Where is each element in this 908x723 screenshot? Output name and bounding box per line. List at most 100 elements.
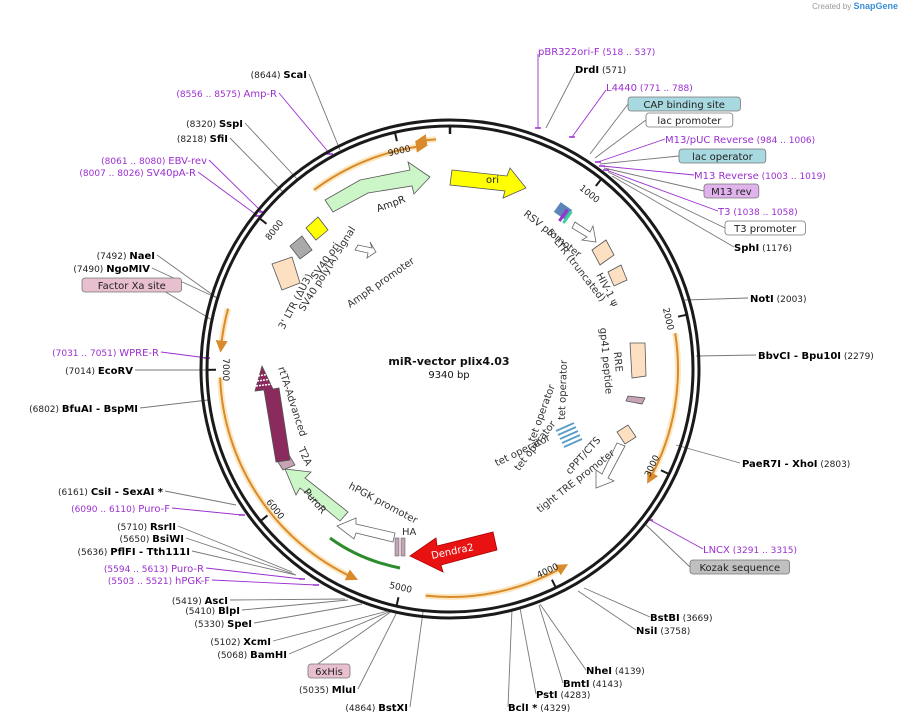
annotation-ngomiv[interactable]: (7490) NgoMIV — [73, 264, 150, 275]
annotation-sspi[interactable]: (8320) SspI — [186, 119, 243, 130]
box-label-m13revbox: M13 rev — [711, 187, 752, 198]
ampr-feature-label: AmpR — [375, 194, 407, 215]
box-lacp[interactable] — [645, 112, 734, 128]
leader-pflfi — [191, 550, 297, 576]
ltr3-box — [271, 256, 301, 291]
rtetr-head-stripes — [255, 373, 274, 387]
annotation-blpi[interactable]: (5410) BlpI — [185, 606, 240, 617]
annotation-puror[interactable]: (5594 .. 5613) Puro-R — [104, 564, 204, 575]
leader-ebvrev — [208, 159, 263, 213]
leader-purof — [171, 507, 243, 516]
annotation-pflfi[interactable]: (5636) PflFI - Tth111I — [77, 547, 190, 558]
annotation-hpgkf[interactable]: (5503 .. 5521) hPGK-F — [108, 576, 210, 587]
leader-lacp — [594, 119, 647, 159]
annotation-bstbi[interactable]: BstBI (3669) — [650, 613, 713, 624]
leader-sfii — [229, 137, 284, 193]
ori-arrow[interactable] — [449, 167, 527, 199]
dendra2-arrow[interactable] — [409, 531, 498, 573]
leader-naei — [156, 254, 218, 299]
box-label-lacp: lac promoter — [657, 116, 722, 127]
leader-lncx — [649, 519, 704, 550]
annotation-t3[interactable]: T3 (1038 .. 1058) — [717, 207, 798, 218]
ha-block — [394, 537, 406, 557]
plasmid-length: 9340 bp — [428, 370, 469, 381]
leader-sspi — [244, 122, 299, 181]
annotation-sphi[interactable]: SphI (1176) — [734, 243, 792, 254]
annotation-rsrii[interactable]: (5710) RsrII — [117, 522, 176, 533]
annotation-sv40pa[interactable]: (8007 .. 8026) SV40pA-R — [79, 168, 196, 179]
box-m13revbox[interactable] — [703, 183, 760, 199]
orange-arc-rre — [647, 332, 679, 484]
hpgk-green-arc — [329, 536, 401, 570]
annotation-bcli[interactable]: BclI * (4329) — [508, 703, 570, 714]
annotation-l4440[interactable]: L4440 (771 .. 788) — [606, 83, 693, 94]
orange-arc-dendra — [425, 564, 569, 598]
ampr-arrow[interactable] — [324, 161, 431, 213]
box-factorxa[interactable] — [81, 277, 182, 293]
ampr-promoter-arrow — [354, 241, 377, 259]
ampr-promoter-label: AmpR promoter — [345, 255, 417, 310]
leader-hpgkf — [211, 579, 317, 586]
annotation-bsiwi[interactable]: (5650) BsiWI — [119, 534, 184, 545]
leader-rsrii — [177, 525, 293, 573]
leader-t3p — [607, 171, 726, 229]
annotation-m13rev[interactable]: M13 Reverse (1003 .. 1019) — [694, 171, 826, 182]
leader-noti — [684, 297, 749, 301]
box-laco[interactable] — [678, 148, 767, 164]
annotation-bmti[interactable]: BmtI (4143) — [563, 679, 622, 690]
ha-label: HA — [402, 527, 417, 538]
orange-arc-top — [313, 140, 428, 191]
leader-bbvci — [695, 354, 757, 357]
annotation-bamhi[interactable]: (5068) BamHI — [217, 650, 287, 661]
box-kozak[interactable] — [689, 559, 790, 575]
annotation-ecorv[interactable]: (7014) EcoRV — [65, 366, 133, 377]
cppt-box — [616, 424, 637, 445]
annotation-m13puc[interactable]: M13/pUC Reverse (984 .. 1006) — [665, 135, 815, 146]
leader-laco — [599, 155, 680, 165]
orange-feature-arcs — [215, 134, 681, 600]
leader-bcli — [507, 608, 513, 708]
rre-label: RRE — [611, 351, 624, 372]
leader-sphi — [611, 175, 735, 248]
annotation-sfii[interactable]: (8218) SfiI — [177, 134, 228, 145]
annotation-ebvrev[interactable]: (8061 .. 8080) EBV-rev — [101, 156, 207, 167]
annotation-paer7i[interactable]: PaeR7I - XhoI (2803) — [742, 459, 850, 470]
leader-sv40pa — [197, 171, 259, 217]
box-cap[interactable] — [627, 96, 741, 112]
leader-bstxi — [409, 611, 424, 708]
annotation-mlui[interactable]: (5035) MluI — [299, 685, 356, 696]
annotation-ampr[interactable]: (8556 .. 8575) Amp-R — [176, 89, 277, 100]
box-t3p[interactable] — [724, 220, 806, 236]
snapgene-credit: Created by SnapGene — [812, 1, 898, 11]
annotation-naei[interactable]: (7492) NaeI — [97, 251, 155, 262]
annotation-wprer[interactable]: (7031 .. 7051) WPRE-R — [52, 348, 159, 359]
gp41-label: gp41 peptide — [597, 327, 614, 394]
annotation-bbvci[interactable]: BbvCI - Bpu10I (2279) — [758, 351, 874, 362]
annotation-lncx[interactable]: LNCX (3291 .. 3315) — [703, 545, 797, 556]
box-label-t3p: T3 promoter — [733, 224, 797, 235]
annotation-pbr322ori[interactable]: pBR322ori-F (518 .. 537) — [538, 47, 655, 58]
tick-5000 — [395, 597, 400, 607]
tick-8000 — [258, 217, 268, 225]
annotation-xcmi[interactable]: (5102) XcmI — [210, 637, 271, 648]
annotation-psti[interactable]: PstI (4283) — [536, 690, 590, 701]
annotation-nhei[interactable]: NheI (4139) — [586, 666, 645, 677]
annotation-bstxi[interactable]: (4864) BstXI — [345, 703, 408, 714]
leader-blpi — [241, 599, 349, 611]
annotation-asci[interactable]: (5419) AscI — [172, 596, 228, 607]
annotation-spei[interactable]: (5330) SpeI — [194, 619, 252, 630]
annotation-drdi[interactable]: DrdI (571) — [575, 65, 626, 76]
puror-arrow[interactable] — [284, 468, 349, 522]
annotation-noti[interactable]: NotI (2003) — [750, 294, 807, 305]
leader-l4440 — [571, 89, 607, 138]
annotation-scai[interactable]: (8644) ScaI — [251, 70, 307, 81]
annotation-bfuai[interactable]: (6802) BfuAI - BspMI — [29, 404, 138, 415]
leader-psti — [519, 607, 537, 695]
gp41-box — [625, 395, 646, 405]
annotation-csii[interactable]: (6161) CsiI - SexAI * — [58, 487, 164, 498]
box-label-laco: lac operator — [692, 152, 753, 163]
annotation-purof[interactable]: (6090 .. 6110) Puro-F — [71, 504, 170, 515]
annotation-nsii[interactable]: NsiI (3758) — [636, 626, 690, 637]
box-his6[interactable] — [307, 663, 351, 679]
rtetr-arrow[interactable] — [254, 364, 291, 463]
